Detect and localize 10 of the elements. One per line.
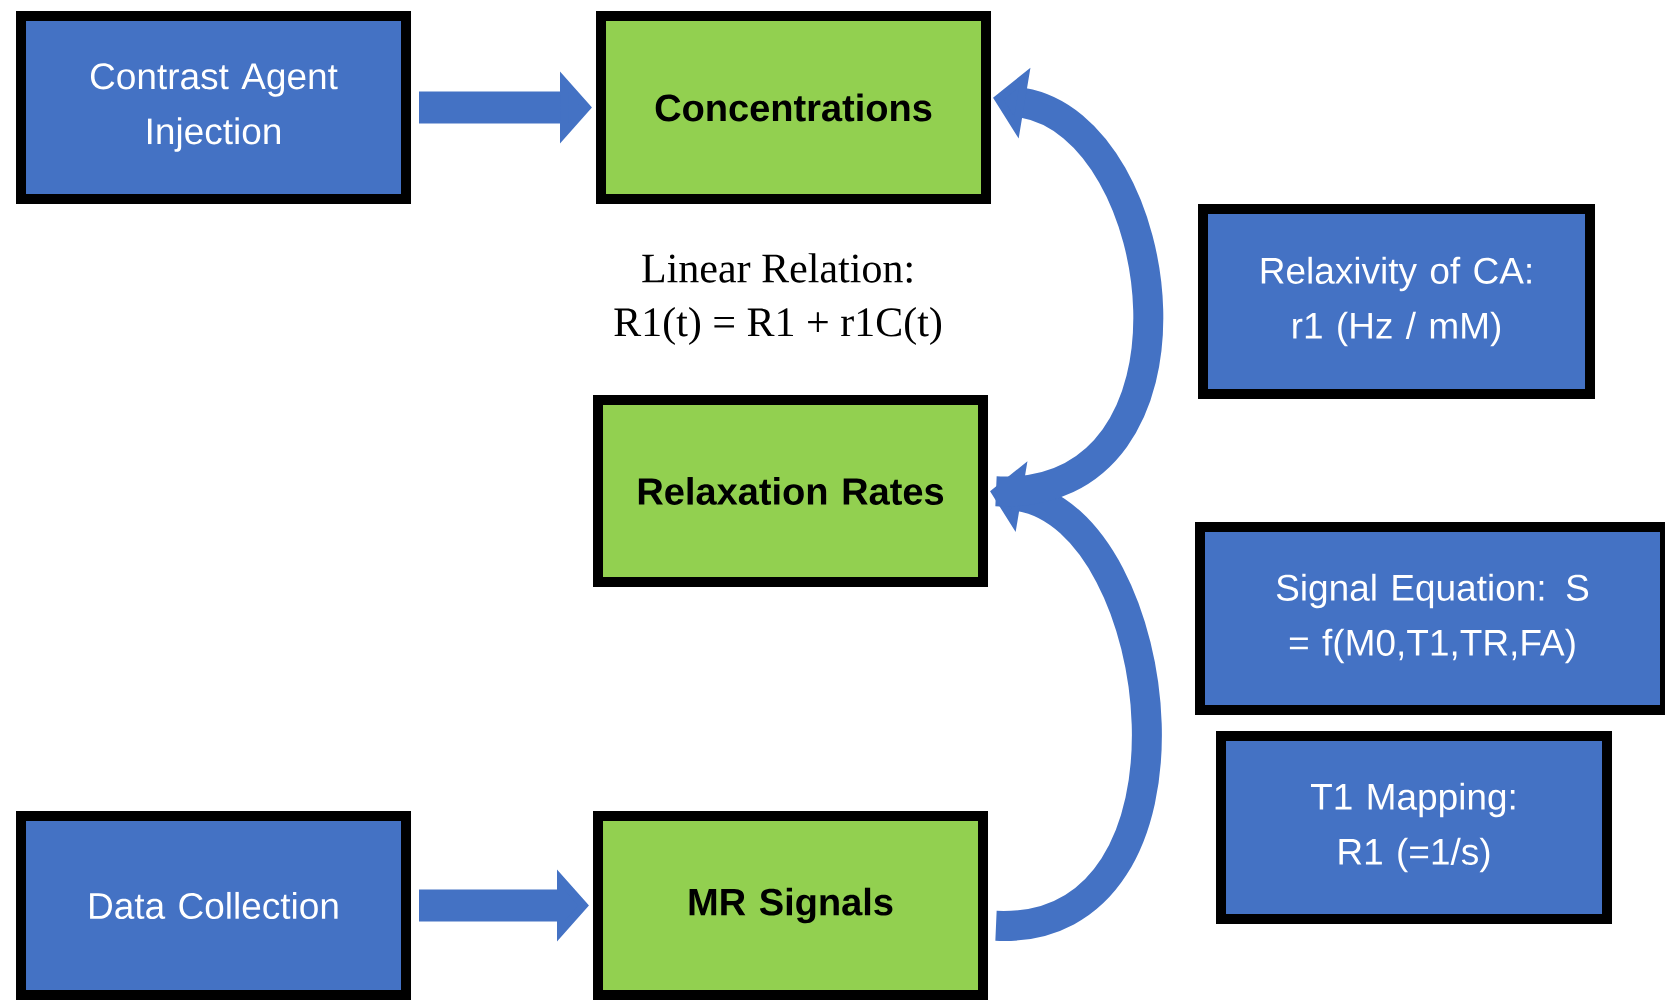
process-box: Data Collection [16, 811, 411, 1000]
concept-box: MR Signals [593, 811, 988, 1000]
process-box: Relaxivity of CA: r1 (Hz / mM) [1198, 204, 1595, 399]
concept-box: Concentrations [596, 11, 991, 204]
concept-box: Relaxation Rates [593, 395, 988, 587]
formula-text: Linear Relation: [642, 253, 912, 283]
process-box: Contrast Agent Injection [16, 11, 411, 204]
process-box: Signal Equation: S = f(M0,T1,TR,FA) [1195, 522, 1665, 715]
formula-text: R1(t) = R1 + r1C(t) [614, 306, 941, 346]
process-box: T1 Mapping: R1 (=1/s) [1216, 731, 1612, 924]
